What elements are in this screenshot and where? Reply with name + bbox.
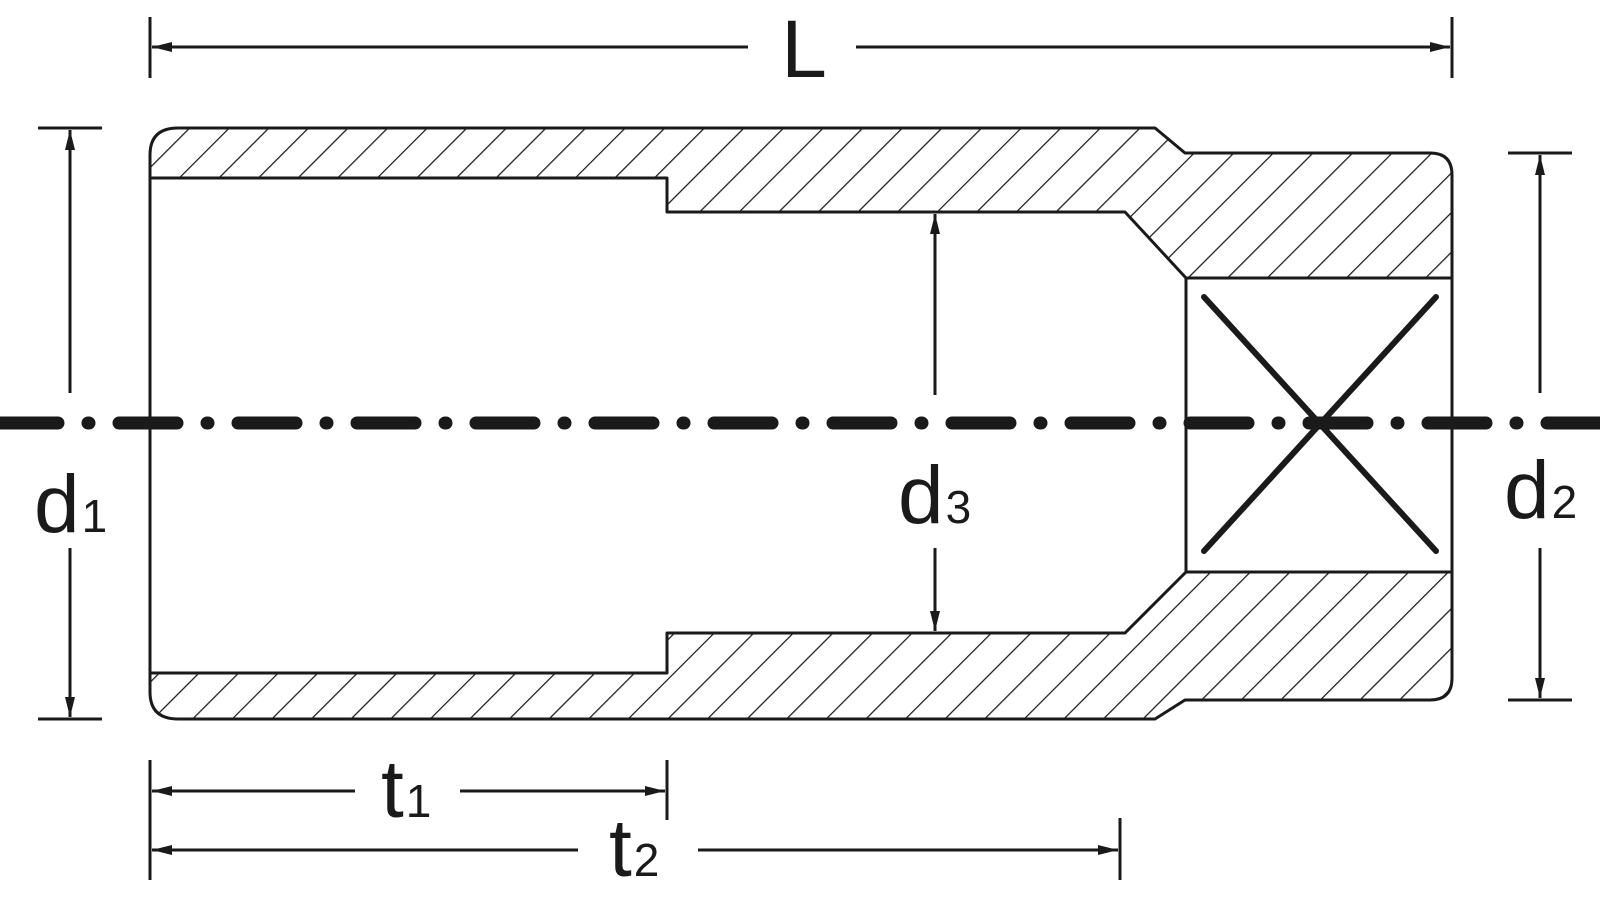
dimension-t1 [148, 760, 669, 880]
label-t2-sub: 2 [634, 834, 660, 886]
label-d3-main: d [898, 450, 944, 541]
label-t1-main: t [381, 744, 404, 835]
label-d3: d3 [898, 450, 971, 541]
label-d2-main: d [1504, 445, 1550, 536]
label-d2: d2 [1504, 445, 1577, 536]
label-t1-sub: 1 [406, 775, 432, 827]
dimension-d2 [1508, 151, 1572, 702]
label-d1-sub: 1 [82, 490, 108, 542]
upper-wall-section [148, 126, 1454, 280]
label-d1-main: d [34, 459, 80, 550]
label-d3-sub: 3 [946, 481, 972, 533]
label-d1: d1 [34, 459, 107, 550]
label-L: L [781, 4, 827, 95]
dimension-L [148, 17, 1454, 78]
label-t2-main: t [609, 803, 632, 894]
dimension-d1 [38, 126, 102, 721]
lower-wall-section [148, 570, 1454, 721]
dimension-t2 [152, 818, 1122, 880]
label-t1: t1 [381, 744, 431, 835]
label-t2: t2 [609, 803, 659, 894]
label-d2-sub: 2 [1552, 476, 1578, 528]
